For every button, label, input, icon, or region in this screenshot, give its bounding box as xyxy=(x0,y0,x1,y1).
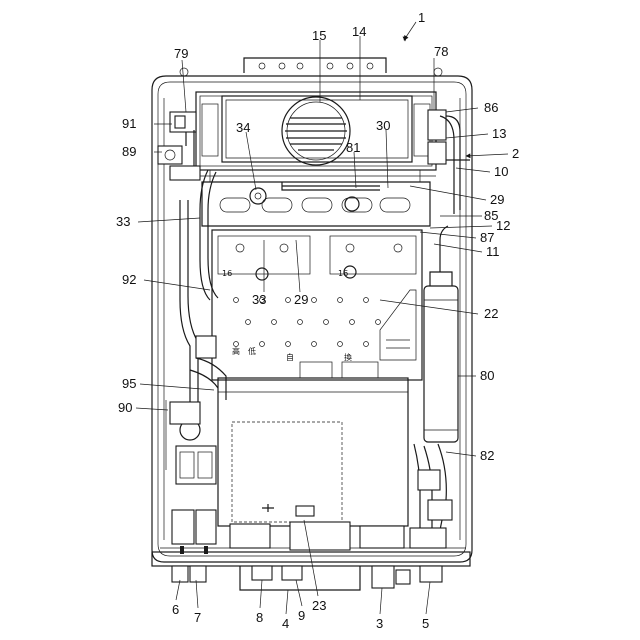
ref-11: 11 xyxy=(486,244,500,259)
ref-29-top: 29 xyxy=(490,192,504,207)
ref-90: 90 xyxy=(118,400,132,415)
ref-33-left: 33 xyxy=(116,214,130,229)
right-valves xyxy=(428,110,470,214)
control-box xyxy=(218,378,408,526)
ref-91: 91 xyxy=(122,116,136,131)
ref-7: 7 xyxy=(194,610,201,625)
ref-6: 6 xyxy=(172,602,179,617)
ref-4: 4 xyxy=(282,616,289,631)
mark-auto: 自 xyxy=(286,352,294,362)
ref-82: 82 xyxy=(480,448,494,463)
ref-33-mid: 33 xyxy=(252,292,266,307)
mark-low: 低 xyxy=(248,346,256,356)
ref-10: 10 xyxy=(494,164,508,179)
ref-13: 13 xyxy=(492,126,506,141)
ref-22: 22 xyxy=(484,306,498,321)
bottom-fittings xyxy=(172,510,446,590)
fan-hood xyxy=(196,92,436,182)
ref-5: 5 xyxy=(422,616,429,631)
ref-89: 89 xyxy=(122,144,136,159)
ref-92: 92 xyxy=(122,272,136,287)
panel-markings: 高 低 自 換 16 16 xyxy=(222,269,352,362)
ref-14: 14 xyxy=(352,24,366,39)
left-pipes xyxy=(166,170,226,484)
right-pipes xyxy=(414,444,452,530)
mark-high: 高 xyxy=(232,346,240,356)
ref-81: 81 xyxy=(346,140,360,155)
label-16-right: 16 xyxy=(338,269,348,278)
label-16-left: 16 xyxy=(222,269,232,278)
ref-29-mid: 29 xyxy=(294,292,308,307)
ref-78: 78 xyxy=(434,44,448,59)
ref-30: 30 xyxy=(376,118,390,133)
ref-1: 1 xyxy=(418,10,425,25)
ref-9: 9 xyxy=(298,608,305,623)
mark-switch: 換 xyxy=(344,352,352,362)
ref-3: 3 xyxy=(376,616,383,631)
ref-87: 87 xyxy=(480,230,494,245)
ref-86: 86 xyxy=(484,100,498,115)
ref-12: 12 xyxy=(496,218,510,233)
ref-15: 15 xyxy=(312,28,326,43)
burner-upper xyxy=(202,182,430,226)
heat-exchanger xyxy=(212,230,422,380)
ref-2: 2 xyxy=(512,146,519,161)
ref-80: 80 xyxy=(480,368,494,383)
ref-95: 95 xyxy=(122,376,136,391)
ref-34: 34 xyxy=(236,120,250,135)
right-tank xyxy=(424,226,458,442)
ref-8: 8 xyxy=(256,610,263,625)
ref-23: 23 xyxy=(312,598,326,613)
ref-79: 79 xyxy=(174,46,188,61)
